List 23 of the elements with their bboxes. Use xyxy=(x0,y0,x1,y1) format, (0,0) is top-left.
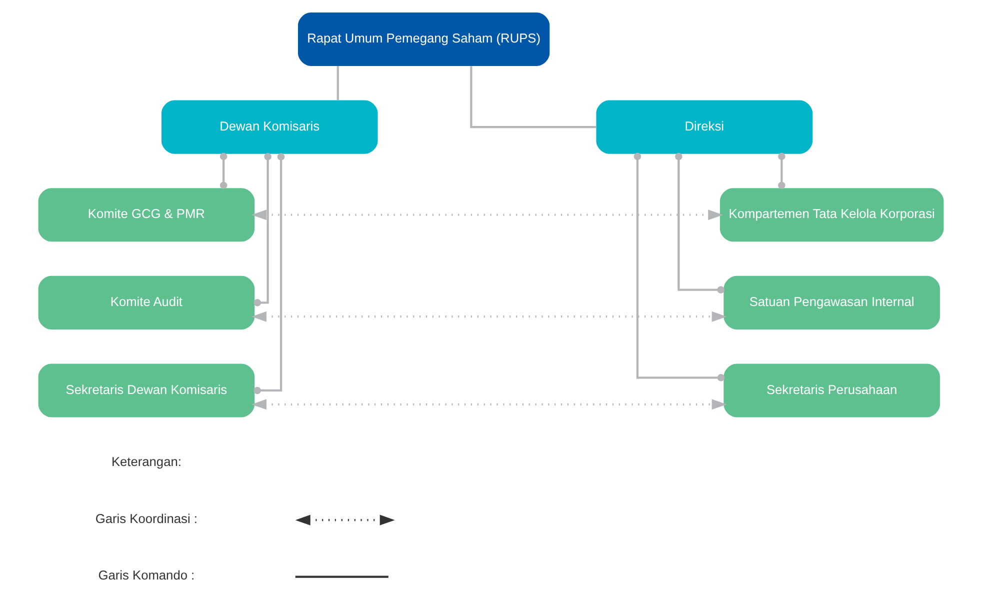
label: Keterangan: xyxy=(111,454,182,470)
connector xyxy=(634,152,725,382)
arrow xyxy=(251,210,724,220)
node-box: Rapat Umum Pemegang Saham (RUPS) xyxy=(298,12,550,66)
node-box: Sekretaris Perusahaan xyxy=(724,364,940,418)
connector xyxy=(778,152,786,189)
node-box: Kompartemen Tata Kelola Korporasi xyxy=(720,188,944,242)
node-box: Direksi xyxy=(596,100,813,154)
connector xyxy=(254,153,285,394)
node-box: Satuan Pengawasan Internal xyxy=(724,276,940,330)
connector xyxy=(220,152,228,189)
node-box: Sekretaris Dewan Komisaris xyxy=(38,364,255,418)
arrow xyxy=(251,311,727,322)
connector xyxy=(254,153,272,306)
legend-label: Garis Koordinasi : xyxy=(95,510,198,526)
connector xyxy=(336,66,339,100)
node-box: Komite GCG & PMR xyxy=(38,188,255,242)
connector xyxy=(675,152,724,294)
connector xyxy=(470,66,596,128)
legend-label: Garis Komando : xyxy=(98,568,195,583)
node-box: Dewan Komisaris xyxy=(161,100,378,154)
arrow xyxy=(251,399,727,410)
node-box: Komite Audit xyxy=(38,276,255,330)
